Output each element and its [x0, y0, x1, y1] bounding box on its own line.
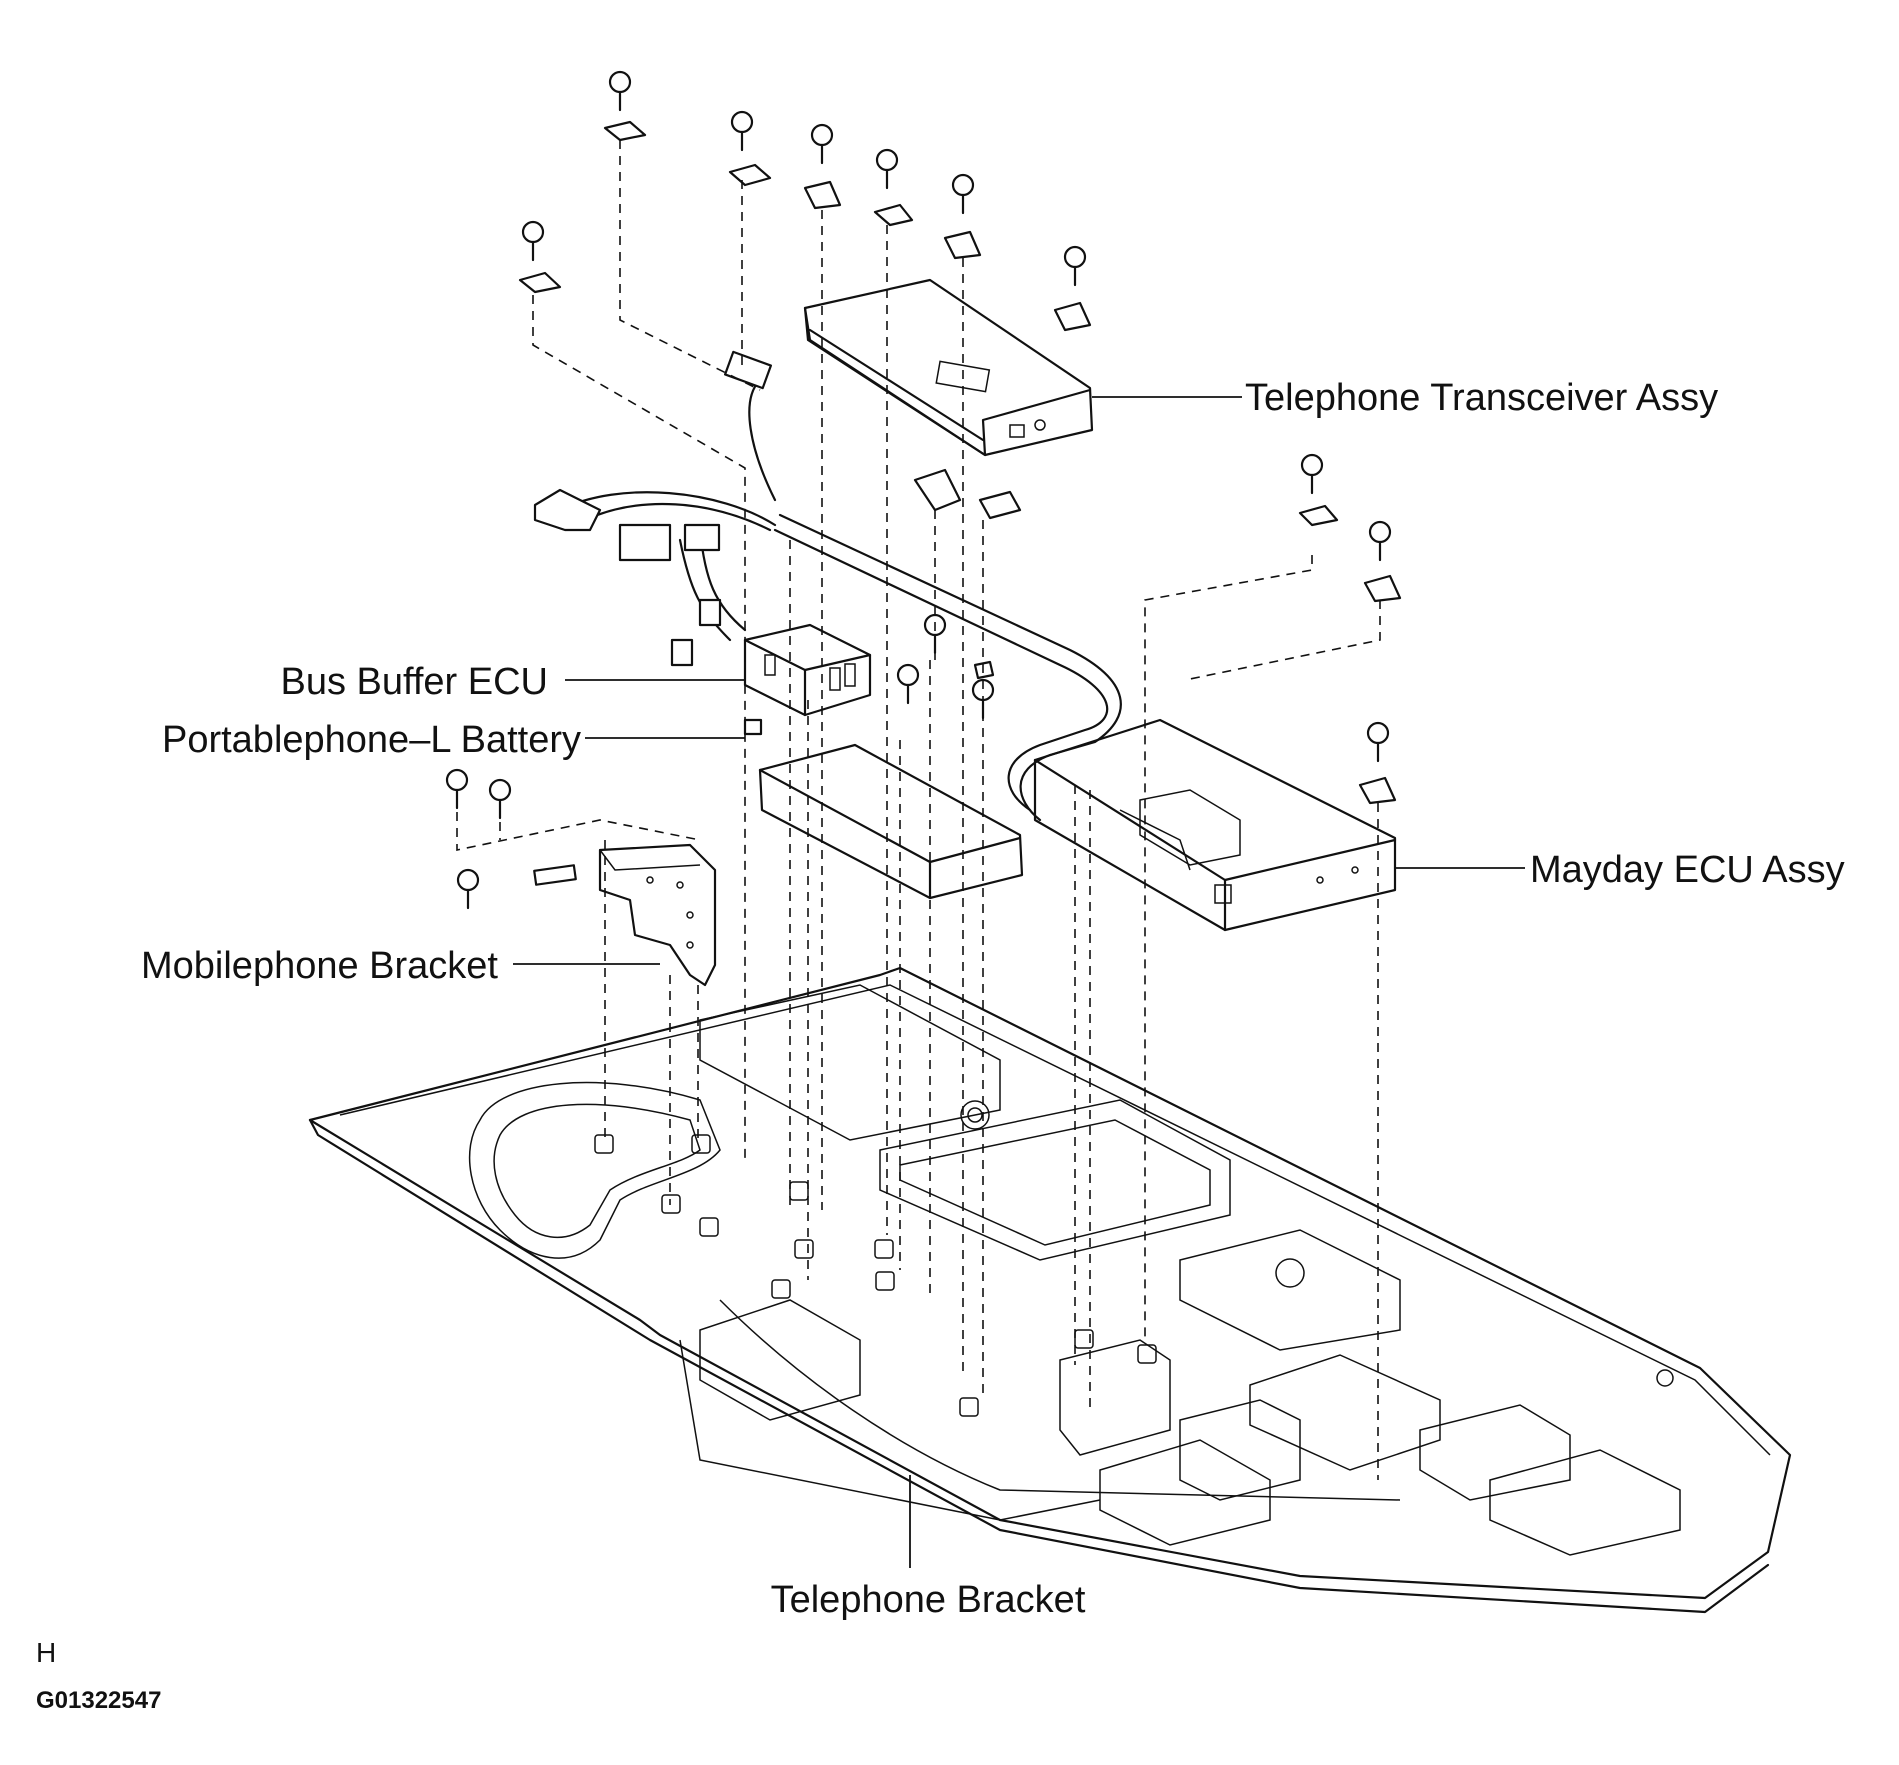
- label-telephone-bracket: Telephone Bracket: [771, 1579, 1086, 1621]
- label-mobilephone-bracket: Mobilephone Bracket: [141, 945, 498, 987]
- alignment-lines: [456, 140, 1381, 1480]
- mayday-ecu-part: [1033, 718, 1397, 932]
- bus-buffer-ecu-part: [743, 623, 872, 717]
- label-bus-buffer-ecu: Bus Buffer ECU: [280, 661, 548, 703]
- telephone-bracket-part: [308, 966, 1792, 1614]
- label-mayday-ecu: Mayday ECU Assy: [1530, 849, 1845, 891]
- label-portablephone-battery: Portablephone–L Battery: [162, 719, 581, 761]
- mobilephone-bracket-part: [533, 843, 717, 987]
- wire-harness-part: [533, 350, 1122, 822]
- view-mark: H: [36, 1637, 56, 1668]
- leader-lines: [513, 396, 1525, 1568]
- label-telephone-transceiver: Telephone Transceiver Assy: [1245, 377, 1718, 419]
- telephone-transceiver-part: [803, 278, 1094, 457]
- figure-code: G01322547: [36, 1687, 161, 1714]
